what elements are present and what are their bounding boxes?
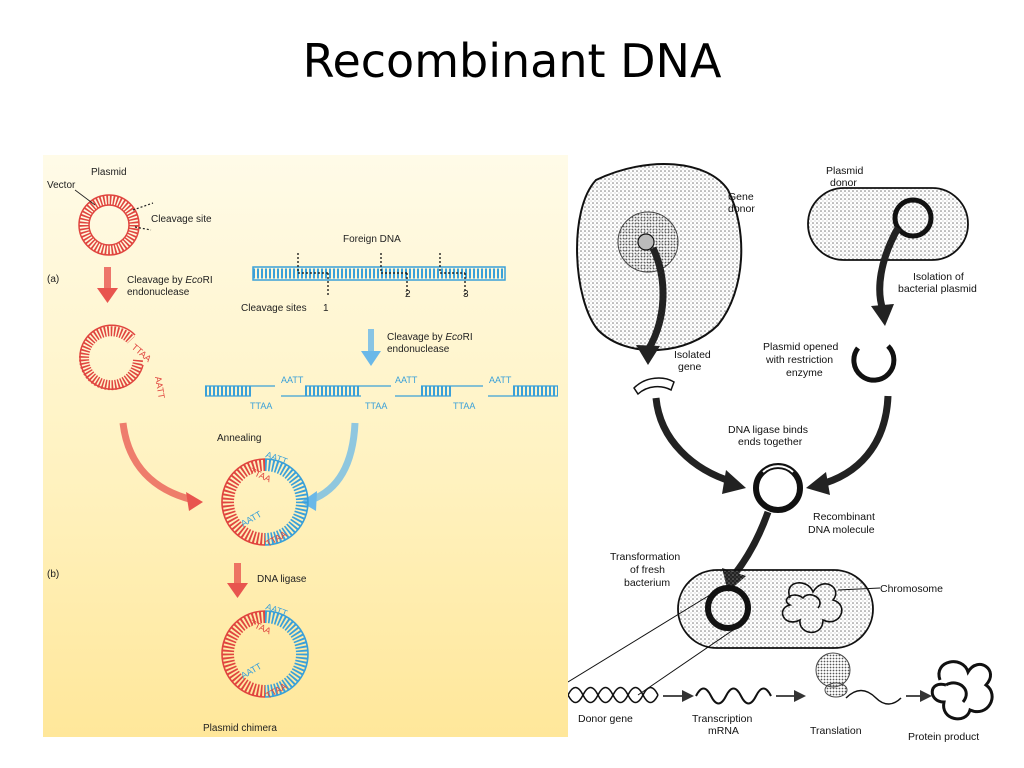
chromosome-pointer — [837, 587, 881, 591]
opened-aatt-label: AATT — [153, 376, 167, 400]
site-2-label: 2 — [405, 289, 411, 300]
cleavage-by-ecori-label-1: Cleavage by EcoRI — [127, 275, 213, 286]
ribosome — [815, 652, 851, 698]
cleavage-site-label: Cleavage site — [151, 214, 212, 225]
protein-product-label: Protein product — [908, 731, 979, 743]
annealing-arrow-red — [119, 422, 194, 504]
fragment-ttaa-2: TTAA — [365, 401, 387, 411]
left-diagram-panel: Plasmid Vector Cleavage site Foreign DNA… — [43, 155, 568, 737]
chromosome-label: Chromosome — [880, 583, 943, 595]
fragment-aatt-3: AATT — [489, 375, 512, 385]
transcription-label-2: mRNA — [708, 725, 739, 737]
recombinant-label-1: Recombinant — [813, 511, 875, 523]
fragment-ttaa-3: TTAA — [453, 401, 475, 411]
plasmid-to-ligase-arrow-head — [806, 472, 830, 495]
fragment-aatt-2: AATT — [395, 375, 418, 385]
plasmid-isolation-arrow-head — [871, 304, 894, 326]
plasmid-to-ligase-arrow — [817, 395, 892, 489]
slide-title: Recombinant DNA — [302, 34, 722, 88]
annealing-arrow-blue-head — [301, 491, 317, 511]
transformation-arrow — [731, 510, 772, 578]
translation-label: Translation — [810, 725, 862, 737]
plasmid-donor-label-1: Plasmid — [826, 165, 864, 177]
opened-plasmid-ring — [851, 344, 897, 383]
cleavage-by-ecori-label-2: Cleavage by EcoRI — [387, 332, 473, 343]
annealed-aatt-bottom: AATT — [239, 509, 264, 529]
ligase-label-2: ends together — [738, 436, 803, 448]
recombinant-plasmid — [753, 463, 803, 513]
endonuclease-label-2: endonuclease — [387, 344, 450, 355]
plasmid-donor-label-2: donor — [830, 177, 857, 189]
plasmid-opened-label-1: Plasmid opened — [763, 341, 838, 353]
donor-gene-label: Donor gene — [578, 713, 633, 725]
donor-gene-helix-2 — [568, 686, 659, 704]
annealing-label: Annealing — [217, 433, 261, 444]
annealing-arrow-red-head — [186, 492, 203, 511]
polypeptide — [845, 689, 902, 705]
fragment-aatt-1: AATT — [281, 375, 304, 385]
ecori-cloning-diagram: Plasmid Vector Cleavage site Foreign DNA… — [47, 167, 558, 734]
plasmid-donor-cell — [807, 187, 969, 261]
chimera-ttaa-bottom: TTAA — [264, 681, 288, 701]
zoom-line-top — [568, 589, 719, 683]
plasmid-chimera — [221, 610, 309, 698]
recombinant-label-2: DNA molecule — [808, 524, 875, 536]
zoom-line-bottom — [637, 627, 737, 696]
fragment-ttaa-1: TTAA — [250, 401, 272, 411]
foreign-dna-strand — [252, 266, 506, 281]
isolated-gene-label-1: Isolated — [674, 349, 711, 361]
gene-to-ligase-arrow — [652, 397, 735, 486]
panel-a-label: (a) — [47, 274, 59, 285]
vector-label: Vector — [47, 180, 76, 191]
protein-product — [930, 660, 994, 721]
cleavage-arrow-blue — [361, 329, 381, 366]
site-3-label: 3 — [463, 289, 469, 300]
plasmid-label: Plasmid — [91, 167, 127, 178]
isolated-gene-label-2: gene — [678, 361, 702, 373]
gene-donor-label-2: donor — [728, 203, 755, 215]
right-diagram: Gene donor Plasmid donor Isolation of ba… — [568, 163, 994, 743]
plasmid-opened-label-2: with restriction — [765, 354, 833, 366]
plasmid-opened-label-3: enzyme — [786, 367, 823, 379]
ligase-arrow — [227, 563, 248, 598]
fresh-bacterium — [677, 569, 874, 649]
endonuclease-label-1: endonuclease — [127, 287, 190, 298]
annealed-ttaa-bottom: TTAA — [264, 529, 288, 549]
gene-donor-label-1: Gene — [728, 191, 754, 203]
gene-isolation-arrow — [644, 246, 667, 352]
transformation-label-1: Transformation — [610, 551, 680, 563]
cleavage-arrow-red — [97, 267, 118, 303]
dna-ligase-label: DNA ligase — [257, 574, 307, 585]
isolation-label-2: bacterial plasmid — [898, 283, 977, 295]
transcription-label-1: Transcription — [692, 713, 752, 725]
chimera-aatt-bottom: AATT — [239, 661, 264, 681]
gene-to-ligase-arrow-head — [722, 470, 746, 494]
dna-fragments — [205, 385, 558, 397]
transformation-label-3: bacterium — [624, 577, 670, 589]
transformation-label-2: of fresh — [630, 564, 665, 576]
annealed-plasmid — [221, 458, 309, 546]
opened-plasmid — [79, 324, 144, 391]
foreign-dna-label: Foreign DNA — [343, 234, 401, 245]
cleavage-sites-label: Cleavage sites — [241, 303, 307, 314]
annealing-arrow-blue — [309, 422, 359, 504]
mrna-strand — [695, 687, 772, 705]
isolated-gene-fragment — [633, 377, 675, 396]
vector-plasmid — [78, 194, 140, 256]
panel-b-label: (b) — [47, 569, 59, 580]
plasmid-chimera-label: Plasmid chimera — [203, 723, 277, 734]
gene-isolation-arrow-head — [636, 345, 660, 365]
recombinant-insert — [762, 465, 794, 473]
plasmid-isolation-arrow — [876, 226, 902, 312]
isolation-label-1: Isolation of — [913, 271, 964, 283]
ligase-label-1: DNA ligase binds — [728, 424, 808, 436]
site-1-label: 1 — [323, 303, 329, 314]
